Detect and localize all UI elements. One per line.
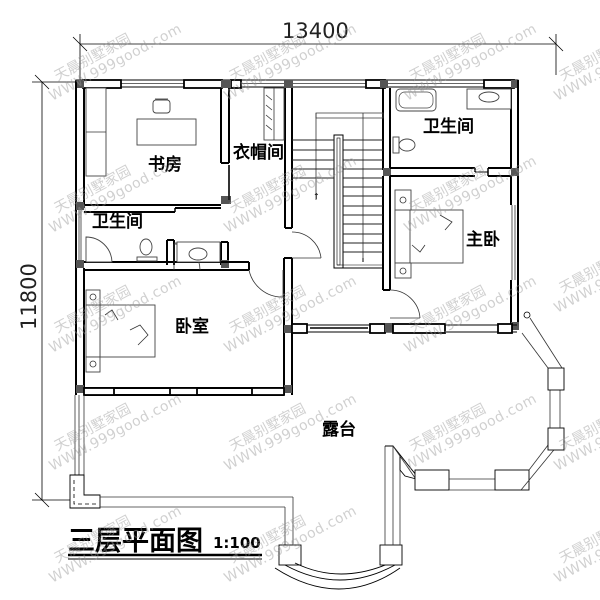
drawing-title: 三层平面图 bbox=[68, 526, 203, 557]
svg-text:↑: ↑ bbox=[313, 192, 320, 201]
furniture bbox=[85, 87, 512, 373]
room-label-master-bedroom: 主卧 bbox=[466, 229, 500, 250]
room-label-cloakroom: 衣帽间 bbox=[233, 142, 284, 163]
width-dimension: 13400 bbox=[282, 19, 349, 43]
room-label-bathroom-master: 卫生间 bbox=[423, 116, 474, 137]
staircase: ↑ bbox=[292, 112, 384, 269]
room-label-bedroom: 卧室 bbox=[175, 316, 209, 337]
room-label-terrace: 露台 bbox=[322, 419, 356, 440]
drawing-title-block: 三层平面图 1:100 bbox=[68, 526, 262, 560]
height-dimension: 11800 bbox=[17, 263, 41, 330]
dimension-lines bbox=[32, 34, 564, 508]
room-label-bathroom-left: 卫生间 bbox=[92, 211, 143, 232]
room-label-study: 书房 bbox=[148, 154, 182, 175]
drawing-scale: 1:100 bbox=[213, 534, 261, 552]
room-labels: 书房 衣帽间 卫生间 主卧 卫生间 卧室 露台 bbox=[92, 116, 500, 440]
terrace-railing bbox=[69, 311, 565, 590]
